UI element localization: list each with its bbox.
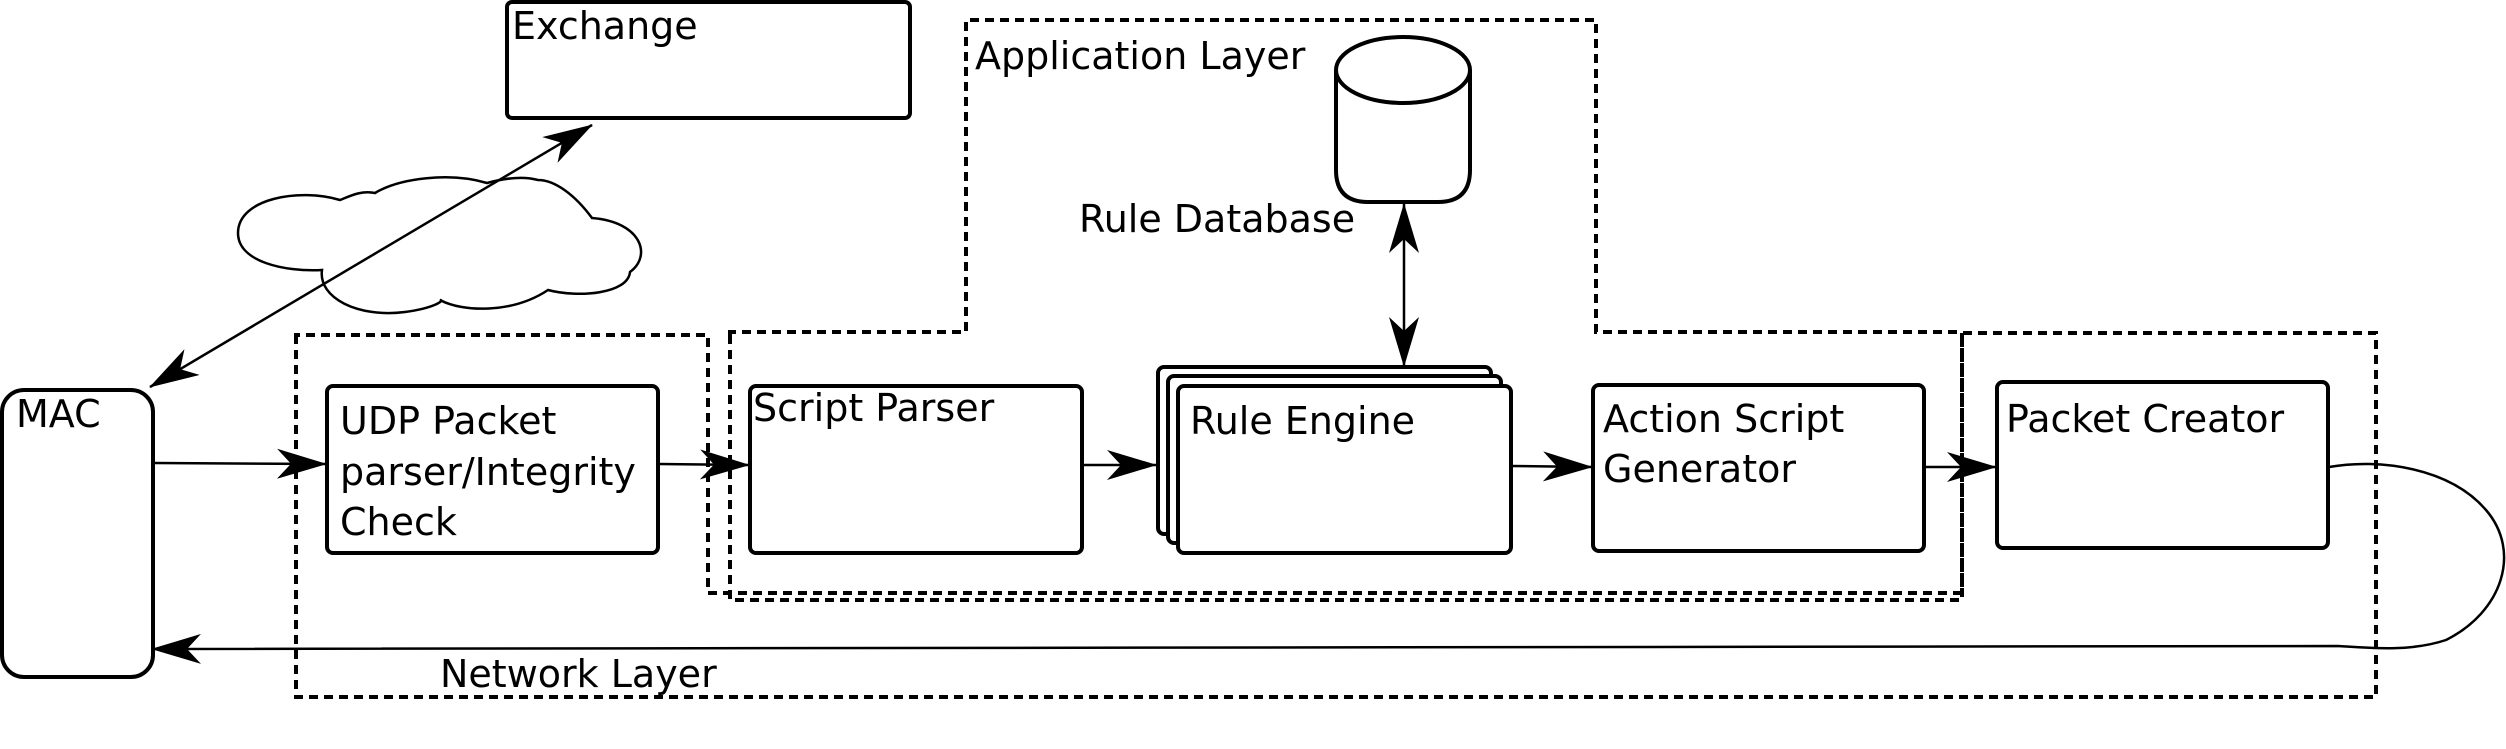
udp-parser-line-2: parser/Integrity (340, 450, 636, 494)
mac-box (0, 388, 155, 679)
action-script-generator-box (1591, 383, 1926, 553)
network-layer-boundary (294, 331, 2378, 699)
udp-parser-label: UDP Packet parser/Integrity Check (340, 399, 648, 544)
script-parser-label: Script Parser (753, 386, 995, 430)
return-path-packet-mac (151, 462, 2506, 664)
script-parser-box (748, 384, 1084, 555)
udp-parser-line-1: UDP Packet (340, 399, 556, 443)
action-script-label: Action Script Generator (1603, 397, 1856, 491)
mac-label: MAC (16, 392, 101, 436)
application-layer-boundary (728, 18, 1964, 602)
rule-engine-label: Rule Engine (1190, 399, 1415, 443)
action-script-line-2: Generator (1603, 447, 1796, 491)
packet-creator-box (1995, 380, 2330, 550)
arrow-exchange-mac (149, 123, 593, 389)
exchange-box (505, 0, 912, 120)
action-script-line-1: Action Script (1603, 397, 1844, 441)
exchange-label: Exchange (512, 4, 698, 48)
arrow-mac-udp (153, 448, 327, 479)
application-layer-label: Application Layer (975, 34, 1306, 78)
arrow-udp-script (658, 449, 750, 480)
network-layer-label: Network Layer (440, 652, 717, 696)
rule-database-label: Rule Database (1079, 197, 1355, 241)
rule-engine-box (1176, 384, 1513, 555)
packet-creator-label: Packet Creator (2006, 397, 2285, 441)
rule-database-icon (1334, 35, 1472, 204)
udp-parser-line-3: Check (340, 500, 457, 544)
cloud-icon (236, 176, 643, 315)
arrow-rule-action (1511, 451, 1593, 482)
